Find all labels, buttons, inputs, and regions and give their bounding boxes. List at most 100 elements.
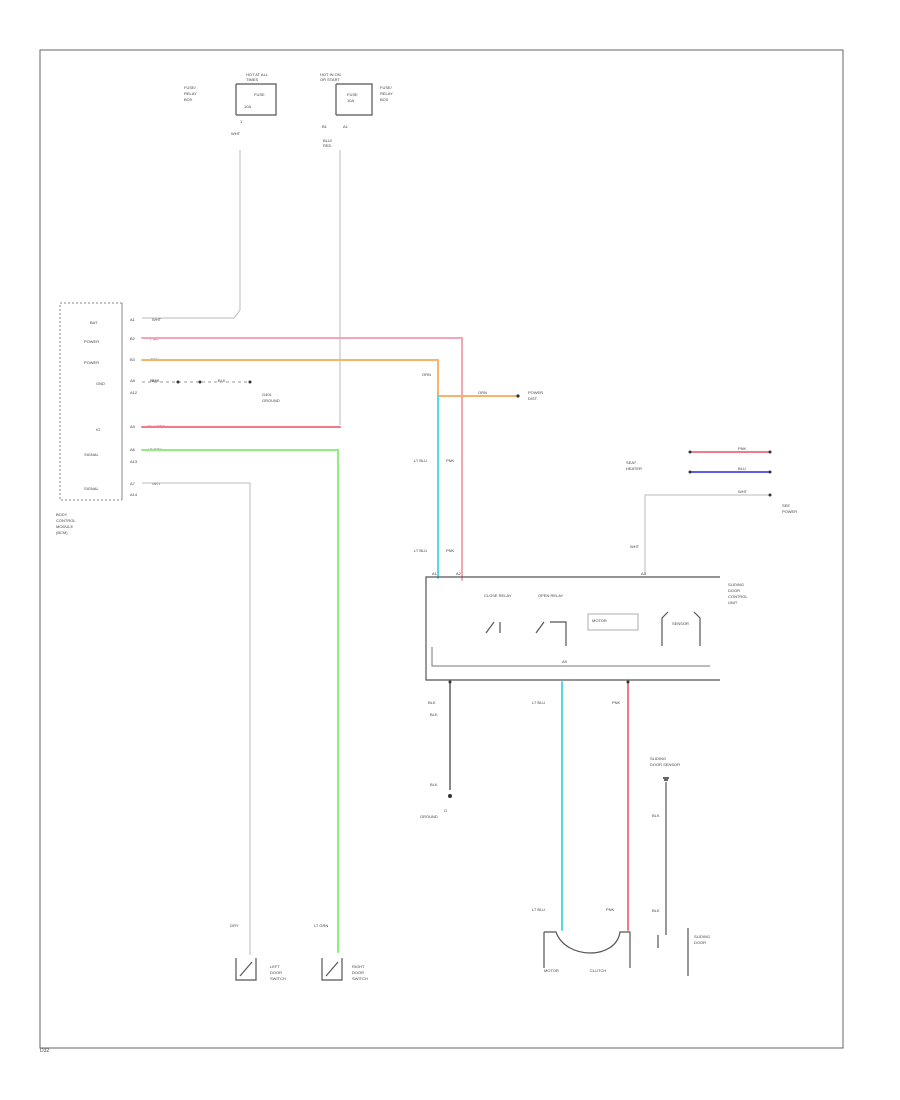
top-left-desc-1: FUSE/ [184,85,197,90]
upper-right-wire-pnk: PNK [738,446,747,451]
top-right-block-line-2: OR START [320,77,340,82]
top-left-desc-2: RELAY [184,91,197,96]
bcm-sub-pin-2: A13 [130,459,138,464]
bcm-sub-pin-1: A12 [130,390,138,395]
bcm-row-6-pin: A6 [130,447,136,452]
sensor-wire-2: BLK [652,908,660,913]
lower-pin-2 [626,680,630,684]
sensor-wire-1: BLK [652,813,660,818]
gnd-dot-2 [198,380,202,384]
bottom-motor: LT BLU PNK MOTOR CLUTCH [532,907,631,973]
bottom-motor-wire-2: PNK [606,907,615,912]
footer-code: D32 [40,1048,49,1054]
left-switch-desc-2: DOOR [270,970,282,975]
wire-orn-power [141,359,517,397]
sensor-bracket [657,928,689,976]
upper-right-desc-1: SEAT [626,460,637,465]
bcm-row-5-label: IG [96,427,100,432]
ground-terminal [448,794,452,798]
right-module-name-3: CONTROL [728,594,748,599]
bcm-gnd-desc-2: GROUND [262,398,280,403]
bcm-row-1-wire: WHT [152,317,162,322]
right-module-name-4: UNIT [728,600,738,605]
top-left-fuse-bracket [235,83,277,116]
left-switch-desc-3: SWITCH [270,976,286,981]
vertical-label-3: LT BLU [414,548,427,553]
upper-right-pin-4 [768,470,772,474]
upper-right-pin-1 [688,450,692,454]
bcm-row-1-pin: A1 [130,317,136,322]
right-module-inner-4: SENSOR [672,621,689,626]
right-module-pin-3: A3 [641,571,647,576]
bcm-gnd-desc-1: G401 [262,392,273,397]
lower-pin-1 [448,680,452,684]
orange-branch-wire: ORN [478,390,487,395]
right-switch-desc-2: DOOR [352,970,364,975]
vertical-label-4: PNK [446,548,455,553]
bcm-row-4-label: GND [96,381,105,386]
sensor-desc-2: DOOR [694,940,706,945]
ground-desc-2: GROUND [420,814,438,819]
right-switch-symbol [321,958,343,981]
bottom-motor-wire-1: LT BLU [532,907,545,912]
right-module-name-2: DOOR [728,588,740,593]
bcm-name-3: MODULE [56,524,73,529]
right-module-name-1: SLIDING [728,582,744,587]
bcm-row-3-label: POWER [84,360,99,365]
bottom-motor-symbol [543,931,631,968]
right-module-bottom-pin: A9 [562,659,568,664]
top-right-fuse-amp: 10A [347,98,354,103]
bcm-row-3-pin: B3 [130,357,136,362]
top-right-fuse-label: FUSE [347,92,358,97]
upper-right-block: PNK BLU SEAT HEATER WHT SEE POWER [626,446,797,575]
ground-wire-1: BLK [430,712,438,717]
bcm-name-2: CONTROL [56,518,76,523]
bcm-row-1-label: BAT [90,320,98,325]
gnd-dot-3 [248,380,252,384]
right-switch-desc-3: SWITCH [352,976,368,981]
top-right-wire-1: BLU/ [323,138,333,143]
wire-wht-right [644,494,770,575]
bcm-gnd-wire-2: BLK [218,378,226,383]
wire-pnk-power [141,337,463,581]
orange-branch-desc-2: DIST. [528,396,538,401]
top-left-fuse-amp: 10A [244,104,251,109]
right-module-frame [425,576,720,681]
top-left-desc-3: BOX [184,97,193,102]
top-left-block-line-1: HOT AT ALL [246,72,269,77]
bcm-row-2-label: POWER [84,339,99,344]
bcm-row-7-pin: A7 [130,481,136,486]
bcm-row-2-pin: B2 [130,336,136,341]
upper-right-white-wire: WHT [738,489,748,494]
sensor-ground-symbol [663,777,669,781]
left-switch-symbol [235,958,257,981]
top-right-desc-1: FUSE/ [380,85,393,90]
top-right-desc-2: RELAY [380,91,393,96]
right-module-inner-2: OPEN RELAY [538,593,564,598]
top-right-block-line-1: HOT IN ON [320,72,341,77]
wire-wht-bat [142,150,241,319]
ground-wire-2: BLK [430,782,438,787]
top-right-pin-b1: B1 [322,124,328,129]
right-module-pin-1: A1 [432,571,438,576]
upper-right-wire-blu: BLU [738,466,746,471]
motor-box [587,613,639,631]
top-left-block-line-2: TIMES [246,77,259,82]
right-module-bottom-label-3: PNK [612,700,621,705]
right-module-top-wire: WHT [630,544,640,549]
right-door-switch: LT GRN RIGHT DOOR SWITCH [314,923,368,981]
upper-right-note-1: SEE [782,503,790,508]
orange-branch-desc-1: POWER [528,390,543,395]
orange-junction-label: ORN [422,372,431,377]
left-door-switch: GRY LEFT DOOR SWITCH [230,923,286,981]
bcm-gnd-wire-1: BLK [152,378,160,383]
bcm-name-4: (BCM) [56,530,68,535]
upper-right-pin-5 [768,493,772,497]
top-right-fuse-component: HOT IN ON OR START FUSE 10A FUSE/ RELAY … [320,72,393,148]
gnd-dot-1 [176,380,180,384]
vertical-label-2: PNK [446,458,455,463]
right-module-inner [431,647,710,667]
bcm-sub-pin-3: A14 [130,492,138,497]
relay-1-symbol [485,621,501,634]
top-right-wire-2: RED [323,143,332,148]
